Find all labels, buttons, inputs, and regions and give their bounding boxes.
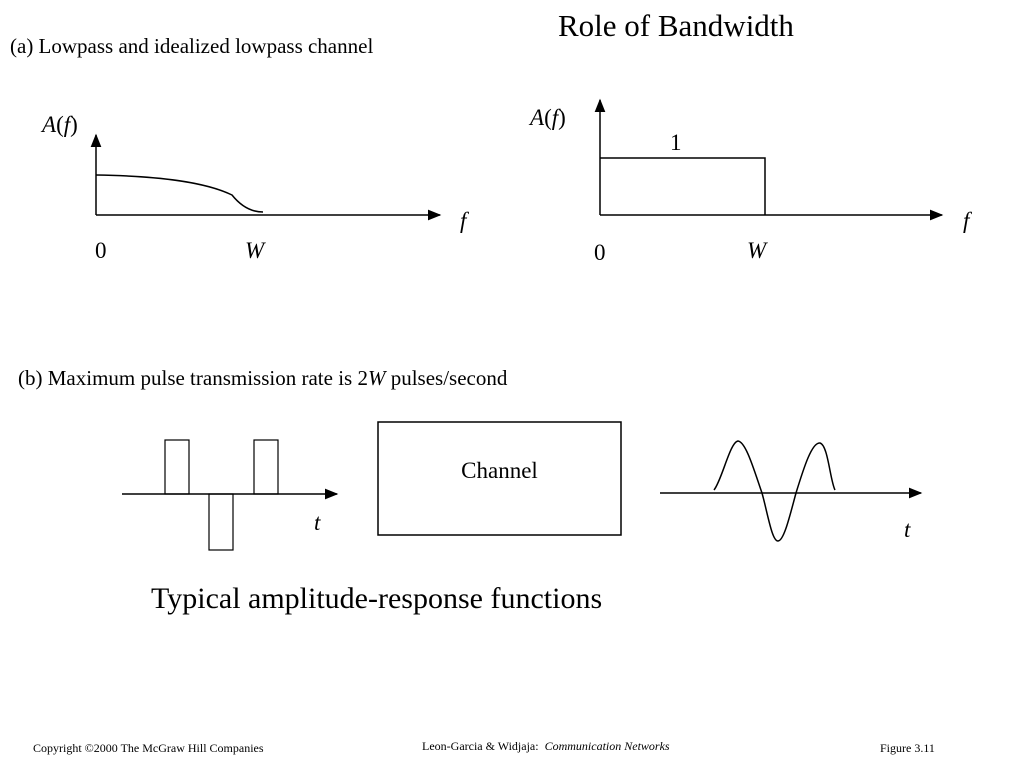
left-y-label: A(f) — [42, 112, 78, 137]
footer-authors: Leon-Garcia & Widjaja: — [422, 739, 539, 753]
right-w-label: W — [747, 238, 767, 263]
footer-citation: Leon-Garcia & Widjaja: Communication Net… — [422, 739, 670, 754]
figure-caption: Typical amplitude-response functions — [151, 582, 603, 615]
pulse-negative — [208, 493, 234, 551]
footer-figure-number: Figure 3.11 — [880, 741, 935, 755]
channel-box — [377, 421, 622, 536]
right-y-label: A(f) — [530, 105, 566, 130]
pulse-positive-1 — [164, 439, 190, 495]
pulses-t-label: t — [314, 510, 321, 535]
left-x-label: f — [460, 208, 467, 233]
lowpass-curve — [95, 174, 264, 213]
part-b-var: W — [367, 366, 386, 390]
right-level-label: 1 — [670, 130, 682, 155]
part-b-prefix: (b) Maximum pulse transmission rate is 2 — [18, 366, 368, 390]
slide-title: Role of Bandwidth — [558, 8, 794, 43]
footer-copyright: Copyright ©2000 The McGraw Hill Companie… — [33, 741, 264, 755]
part-a-label: (a) Lowpass and idealized lowpass channe… — [10, 34, 374, 58]
output-t-label: t — [904, 517, 911, 542]
footer-book: Communication Networks — [544, 739, 670, 753]
part-b-label: (b) Maximum pulse transmission rate is 2… — [18, 366, 507, 391]
pulse-positive-2 — [253, 439, 279, 495]
output-waveform — [713, 440, 836, 542]
left-w-label: W — [245, 238, 265, 263]
right-x-label: f — [963, 208, 970, 233]
right-origin-label: 0 — [594, 240, 606, 265]
ideal-lowpass-curve — [600, 157, 766, 215]
channel-label: Channel — [461, 458, 538, 483]
part-b-suffix: pulses/second — [385, 366, 508, 390]
left-origin-label: 0 — [95, 238, 107, 263]
